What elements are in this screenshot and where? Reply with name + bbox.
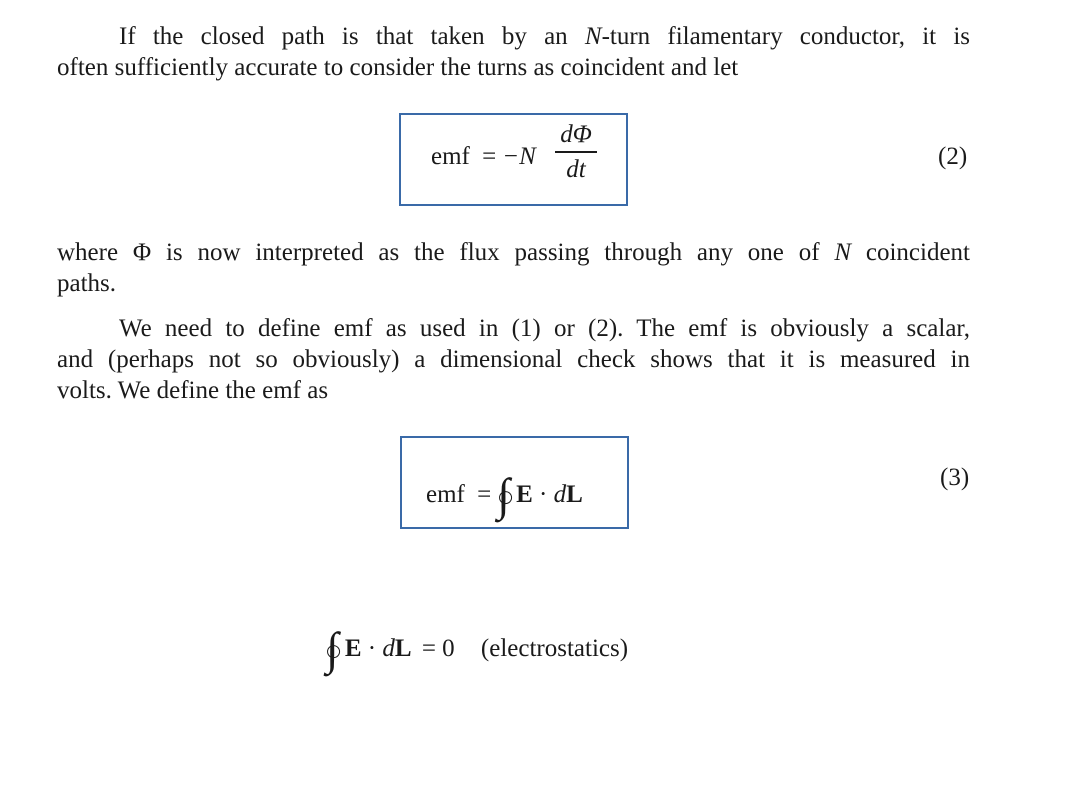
fraction-numerator: dΦ — [560, 121, 592, 148]
equation-2-lhs: emf =−N — [431, 143, 536, 171]
equation-3-box — [400, 436, 629, 529]
paragraph-intro-line-2: often sufficiently accurate to consider … — [57, 54, 739, 81]
dot-operator: · — [539, 481, 548, 508]
equals-zero: = 0 — [421, 635, 455, 662]
variable-N: N — [584, 23, 602, 50]
emf-label: emf — [426, 481, 465, 508]
differential-d: d — [382, 635, 395, 662]
electrostatics-note: (electrostatics) — [480, 635, 629, 662]
contour-integral-icon: ∫ — [326, 623, 341, 674]
equation-2-number: (2) — [938, 143, 968, 170]
dot-operator: · — [367, 635, 377, 662]
paragraph-define-emf-line-1: We need to define emf as used in (1) or … — [119, 315, 970, 342]
vector-L: L — [566, 481, 583, 508]
minus-N: −N — [502, 143, 536, 170]
paragraph-flux-line-2: paths. — [57, 270, 117, 297]
equals-sign: = — [477, 481, 492, 508]
text-segment: coincident — [851, 239, 970, 266]
fraction-bar — [555, 151, 597, 153]
text-segment: If the closed path is that taken by an — [119, 23, 585, 50]
emf-label: emf — [431, 143, 470, 170]
fraction-denominator: dt — [566, 155, 586, 183]
vector-L: L — [394, 635, 412, 662]
equation-3-number: (3) — [940, 464, 970, 491]
paragraph-flux: where Φ is now interpreted as the flux p… — [57, 237, 970, 299]
paragraph-define-emf-line-2: and (perhaps not so obviously) a dimensi… — [57, 346, 970, 373]
equals-sign: = — [482, 143, 497, 170]
equation-3-expression: emf =∫ E · dL — [426, 464, 583, 518]
variable-N: N — [834, 239, 852, 266]
equation-2-fraction: dΦ dt — [555, 121, 597, 184]
equation-2-box — [399, 113, 628, 206]
paragraph-intro-line-1: If the closed path is that taken by an N… — [57, 21, 970, 52]
text-segment: -turn filamentary conductor, it is — [601, 23, 970, 50]
paragraph-define-emf: We need to define emf as used in (1) or … — [57, 313, 970, 406]
vector-E: E — [344, 635, 362, 662]
paragraph-flux-line-1: where Φ is now interpreted as the flux p… — [57, 237, 970, 268]
equation-electrostatics: ∫ E · dL = 0 (electrostatics) — [326, 618, 629, 672]
differential-d: d — [553, 481, 567, 508]
text-segment: where Φ is now interpreted as the flux p… — [57, 239, 835, 266]
vector-E: E — [516, 481, 533, 508]
contour-integral-icon: ∫ — [497, 469, 512, 520]
paragraph-intro: If the closed path is that taken by an N… — [57, 21, 970, 83]
paragraph-define-emf-line-3: volts. We define the emf as — [57, 377, 329, 404]
